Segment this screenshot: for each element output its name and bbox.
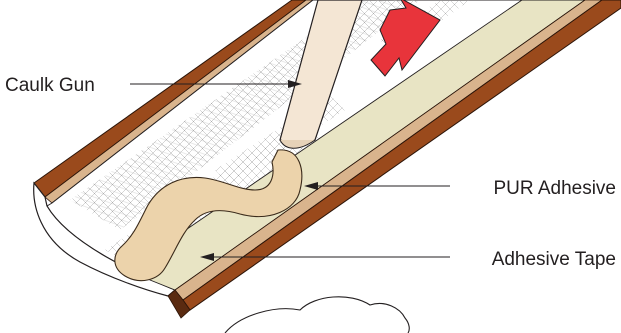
- caulk-gun-label: Caulk Gun: [5, 75, 95, 96]
- pur-adhesive-label: PUR Adhesive: [493, 178, 616, 199]
- bottom-object-outline: [225, 297, 409, 333]
- adhesive-tape-label: Adhesive Tape: [492, 249, 616, 270]
